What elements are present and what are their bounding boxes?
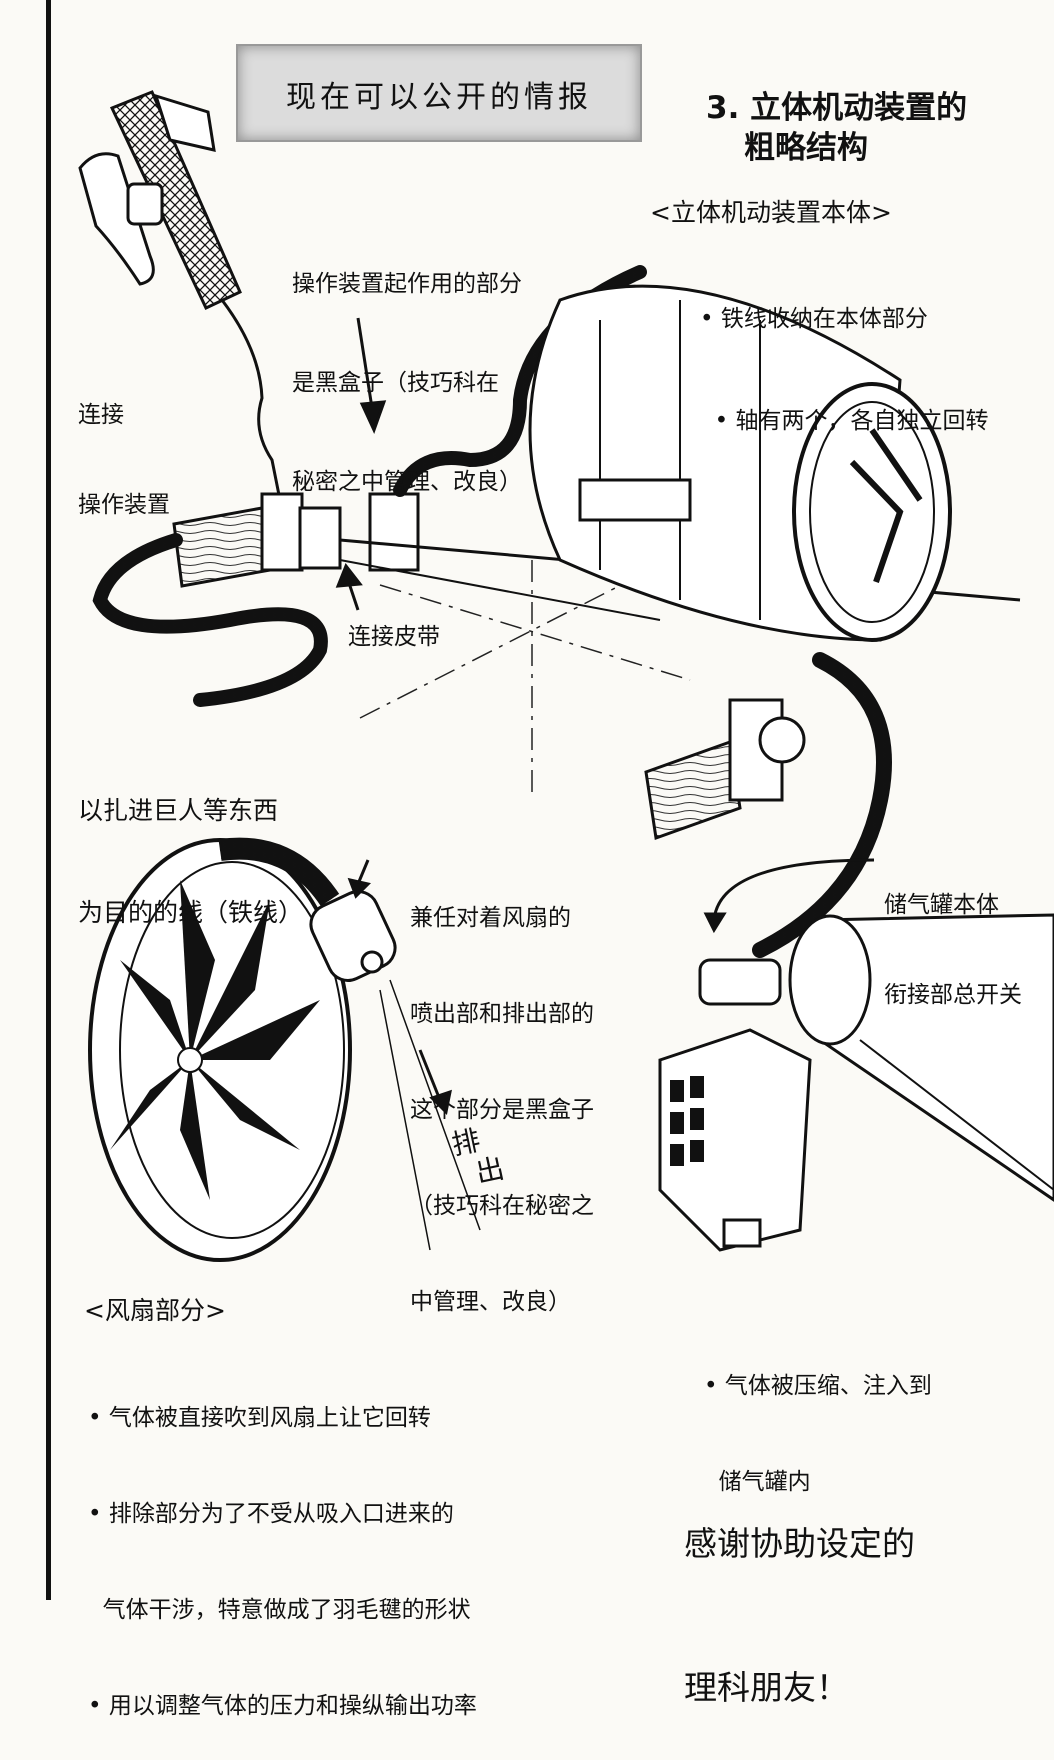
section-title-line2: 粗略结构 — [744, 130, 868, 166]
fan-point: • 气体被直接吹到风扇上让它回转 — [88, 1405, 431, 1431]
gas-point: 储气罐内 — [704, 1469, 811, 1495]
tank-switch-line: 储气罐本体 — [884, 892, 999, 918]
fan-point: 气体干涉，特意做成了羽毛毽的形状 — [88, 1597, 471, 1623]
wire-label: 以扎进巨人等东西 为目的的线（铁线） — [78, 726, 303, 964]
nozzle-note-line: 这个部分是黑盒子 — [410, 1097, 594, 1123]
blackbox-note: 操作装置起作用的部分 是黑盒子（技巧科在 秘密之中管理、改良） — [292, 202, 522, 532]
body-point: • 轴有两个，各自独立回转 — [700, 408, 989, 434]
thanks-note: 感谢协助设定的 理科朋友！ — [684, 1424, 915, 1760]
connect-device-label: 连接 操作装置 — [78, 340, 170, 550]
gas-tank-drawing — [658, 913, 1054, 1252]
section-title-line1: 3. 立体机动装置的 — [706, 90, 968, 126]
thanks-line: 感谢协助设定的 — [684, 1524, 915, 1563]
blackbox-note-line: 秘密之中管理、改良） — [292, 469, 522, 495]
body-title: <立体机动装置本体> — [650, 198, 892, 227]
nozzle-note-line: （技巧科在秘密之 — [410, 1193, 594, 1219]
page-border — [46, 0, 51, 1600]
info-banner: 现在可以公开的情报 — [236, 44, 642, 142]
nozzle-note-line: 中管理、改良） — [410, 1289, 571, 1315]
right-connector-drawing — [644, 698, 806, 841]
blackbox-note-line: 操作装置起作用的部分 — [292, 271, 522, 297]
tank-switch-line: 衔接部总开关 — [884, 982, 1022, 1008]
fan-point: • 排除部分为了不受从吸入口进来的 — [88, 1501, 454, 1527]
fan-point: • 用以调整气体的压力和操纵输出功率 — [88, 1693, 477, 1719]
body-points: • 铁线收纳在本体部分 • 轴有两个，各自独立回转 — [700, 234, 989, 472]
belt-connector-drawing — [172, 492, 1021, 621]
fan-points: • 气体被直接吹到风扇上让它回转 • 排除部分为了不受从吸入口进来的 气体干涉，… — [88, 1338, 477, 1754]
body-point: • 铁线收纳在本体部分 — [700, 306, 928, 332]
gas-points: • 气体被压缩、注入到 储气罐内 — [704, 1306, 932, 1530]
connect-device-line: 操作装置 — [78, 492, 170, 518]
nozzle-note-line: 喷出部和排出部的 — [410, 1001, 594, 1027]
tank-switch-label: 储气罐本体 衔接部总开关 — [884, 830, 1022, 1040]
nozzle-note-line: 兼任对着风扇的 — [410, 905, 571, 931]
wire-line: 以扎进巨人等东西 — [78, 796, 279, 825]
fan-title: <风扇部分> — [84, 1296, 226, 1325]
thanks-line: 理科朋友！ — [684, 1668, 849, 1707]
fan-drawing — [88, 837, 481, 1262]
wire-line: 为目的的线（铁线） — [78, 898, 304, 927]
wire-reel-drawing — [528, 284, 952, 642]
blackbox-note-line: 是黑盒子（技巧科在 — [292, 370, 499, 396]
device-illustration — [78, 90, 1054, 1262]
banner-title: 现在可以公开的情报 — [286, 80, 592, 115]
grip-handle-drawing — [78, 90, 282, 501]
gas-point: • 气体被压缩、注入到 — [704, 1373, 932, 1399]
connect-device-line: 连接 — [78, 402, 124, 428]
nozzle-note: 兼任对着风扇的 喷出部和排出部的 这个部分是黑盒子 （技巧科在秘密之 中管理、改… — [410, 838, 594, 1350]
belt-label: 连接皮带 — [348, 624, 440, 650]
